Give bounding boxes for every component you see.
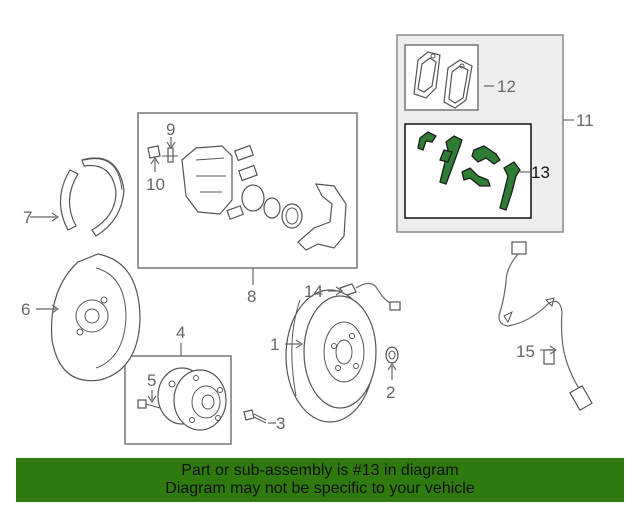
bleeder-cap-part[interactable] (147, 145, 161, 159)
callout-12: 12 (497, 77, 516, 96)
callout-3: 3 (276, 414, 285, 433)
wheel-speed-sensor-part[interactable] (498, 241, 593, 411)
callout-7: 7 (23, 208, 32, 227)
callout-9: 9 (166, 120, 175, 139)
banner-line-1: Part or sub-assembly is #13 in diagram (181, 462, 459, 479)
wheel-hub-part[interactable] (157, 367, 227, 431)
hub-group-box (124, 355, 232, 445)
brake-pads-part[interactable] (413, 51, 473, 109)
callout-5: 5 (147, 371, 156, 390)
callout-1: 1 (270, 335, 279, 354)
callout-2: 2 (386, 383, 395, 402)
hub-bolt-part[interactable] (137, 399, 161, 409)
callout-4: 4 (176, 323, 185, 342)
caliper-part[interactable] (181, 144, 347, 251)
bleeder-screw-part[interactable] (162, 147, 178, 163)
banner-line-2: Diagram may not be specific to your vehi… (165, 480, 475, 497)
caliper-group-box (137, 112, 358, 269)
brake-disc-part[interactable] (285, 289, 377, 423)
parking-brake-shoe-part[interactable] (59, 157, 125, 237)
parts-diagram: 1 2 3 4 5 6 7 8 9 10 11 12 13 14 15 (21, 34, 594, 445)
callout-10: 10 (146, 175, 165, 194)
callout-11: 11 (576, 111, 594, 130)
pad-hardware-part-highlighted[interactable] (417, 131, 521, 211)
callout-6: 6 (21, 300, 30, 319)
info-banner: Part or sub-assembly is #13 in diagram D… (16, 458, 624, 502)
callout-8: 8 (247, 287, 256, 306)
hub-mounting-bolt-part[interactable] (243, 409, 267, 424)
hub-nut-part[interactable] (385, 346, 399, 364)
callout-14: 14 (304, 282, 323, 301)
callout-15: 15 (516, 342, 535, 361)
callout-13: 13 (531, 163, 550, 182)
backing-plate-part[interactable] (50, 253, 141, 382)
